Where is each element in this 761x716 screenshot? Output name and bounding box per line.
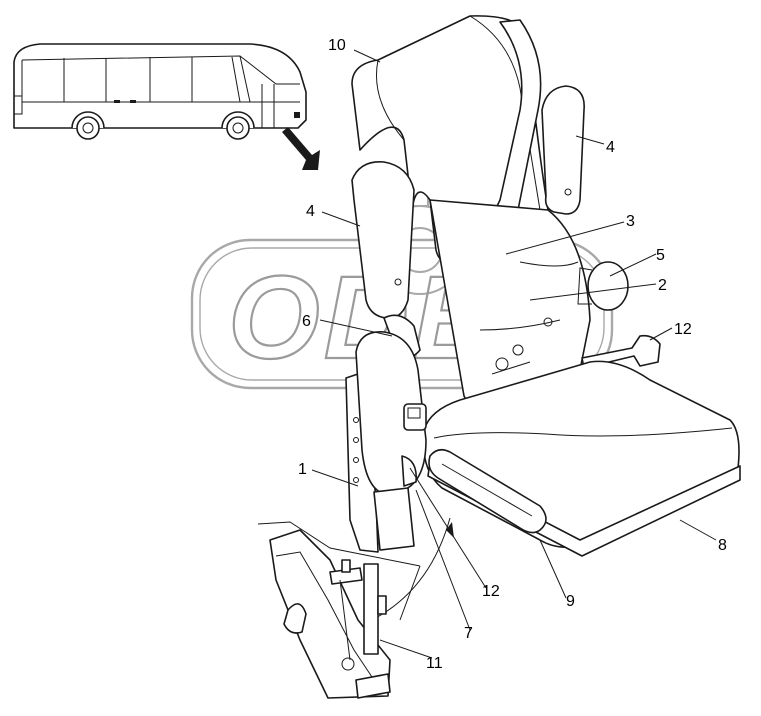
- callout-labels: 10 4 4 3 5 2 6 12 1 12 7 9 8 11: [298, 37, 727, 672]
- callout-5: 5: [656, 247, 665, 264]
- callout-2: 2: [658, 277, 667, 294]
- callout-4-left: 4: [306, 203, 315, 220]
- callout-3: 3: [626, 213, 635, 230]
- armrest-right: [541, 85, 585, 215]
- callout-4-right: 4: [606, 139, 615, 156]
- location-arrow-icon: [282, 127, 320, 170]
- leader-lines: [311, 49, 717, 659]
- callout-1: 1: [298, 461, 307, 478]
- callout-11: 11: [426, 655, 443, 672]
- callout-10: 10: [328, 37, 346, 54]
- bus-thumbnail: [13, 43, 320, 170]
- adjustment-knob: [587, 261, 629, 311]
- callout-6: 6: [302, 313, 311, 330]
- recline-lever: [581, 334, 661, 369]
- callout-7: 7: [464, 625, 473, 642]
- side-rail: [428, 448, 547, 534]
- callout-9: 9: [566, 593, 575, 610]
- callout-12-right: 12: [674, 321, 692, 338]
- callout-12-lower: 12: [482, 583, 500, 600]
- seat-assembly: [257, 15, 741, 699]
- mechanism-detail: [257, 521, 421, 699]
- callout-8: 8: [718, 537, 727, 554]
